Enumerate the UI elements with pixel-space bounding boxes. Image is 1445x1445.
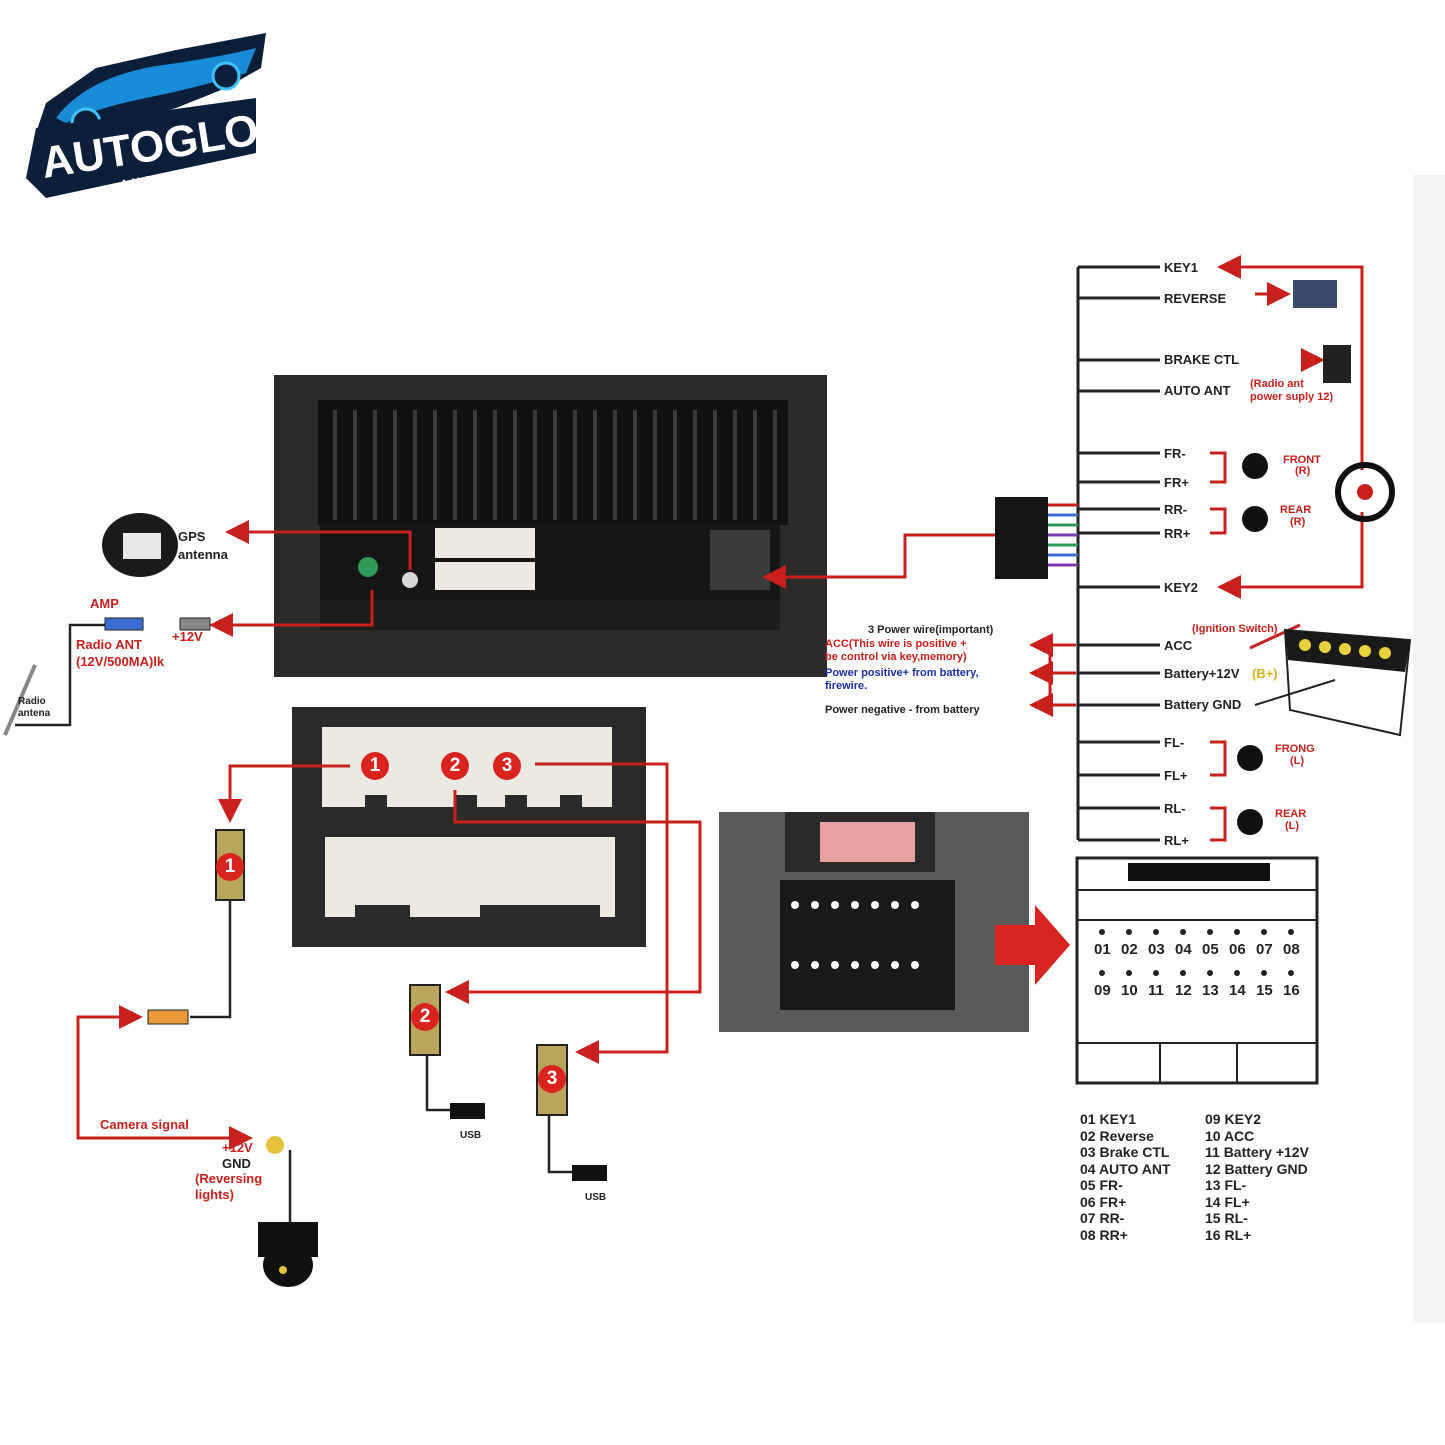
wire-fr-plus: FR+ [1164, 475, 1189, 490]
plus12v-label: +12V [172, 629, 203, 644]
legend-entry: 16 RL+ [1205, 1226, 1252, 1243]
wire-key1: KEY1 [1164, 260, 1198, 275]
wire-fr-minus: FR- [1164, 446, 1186, 461]
pin-number: 04 [1175, 941, 1192, 958]
legend-entry: 12 Battery GND [1205, 1160, 1308, 1177]
radio-ant-label: Radio ANT [76, 637, 142, 652]
legend-entry: 14 FL+ [1205, 1193, 1250, 1210]
port-badge-2: 2 [441, 752, 469, 780]
legend-entry: 10 ACC [1205, 1127, 1255, 1144]
gps-label: GPS [178, 529, 206, 544]
pin-number: 07 [1256, 941, 1273, 958]
pin-number: 03 [1148, 941, 1165, 958]
legend-entry: 05 FR- [1080, 1177, 1123, 1193]
wire-battery12: Battery+12V [1164, 666, 1240, 681]
wire-rl-plus: RL+ [1164, 833, 1189, 848]
power-acc-1: ACC(This wire is positive + [825, 638, 967, 650]
camera-gnd-label: GND [222, 1156, 251, 1171]
pin-number: 13 [1202, 982, 1219, 999]
legend-entry: 04 AUTO ANT [1080, 1160, 1171, 1177]
pin-number: 06 [1229, 941, 1246, 958]
pin-number: 10 [1121, 982, 1138, 999]
wire-fl-plus: FL+ [1164, 768, 1188, 783]
pin-number: 16 [1283, 982, 1300, 999]
ignition-label: (Ignition Switch) [1192, 623, 1278, 635]
wire-key2: KEY2 [1164, 580, 1198, 595]
pin-number: 09 [1094, 982, 1111, 999]
speaker-icon-front-r [1242, 453, 1268, 479]
speaker-rear-l-2: (L) [1285, 820, 1300, 832]
pin-diagram [1075, 856, 1319, 1085]
power-neg: Power negative - from battery [825, 704, 980, 716]
plug-badge-1: 1 [216, 853, 244, 881]
plug-badge-3: 3 [538, 1065, 566, 1093]
radio-antenna-label-1: Radio [18, 696, 46, 707]
wire-brake: BRAKE CTL [1164, 352, 1240, 367]
speaker-front-l-2: (L) [1290, 755, 1305, 767]
speaker-front-r-2: (R) [1295, 465, 1311, 477]
wire-battery-gnd: Battery GND [1164, 697, 1242, 712]
camera-signal-label: Camera signal [100, 1117, 189, 1132]
pin-number: 05 [1202, 941, 1219, 958]
legend-entry: 11 Battery +12V [1205, 1144, 1309, 1160]
pin-number: 11 [1148, 982, 1164, 999]
wire-rr-minus: RR- [1164, 502, 1188, 517]
speaker-rear-r-1: REAR [1280, 504, 1312, 516]
pin-number: 14 [1229, 982, 1246, 999]
wire-b-plus: (B+) [1252, 666, 1278, 681]
legend-entry: 06 FR+ [1080, 1193, 1127, 1210]
speaker-front-l-1: FRONG [1275, 743, 1315, 755]
speaker-icon-rear-r [1242, 506, 1268, 532]
usb-label-3: USB [585, 1192, 607, 1203]
plug-badge-2: 2 [411, 1003, 439, 1031]
legend-entry: 07 RR- [1080, 1210, 1125, 1226]
power-pos-2: firewire. [825, 680, 868, 692]
wire-rl-minus: RL- [1164, 801, 1186, 816]
camera-12v-label: +12V [222, 1140, 253, 1155]
radio-antenna-label-2: antena [18, 708, 51, 719]
pin-number: 15 [1256, 982, 1273, 999]
wire-acc: ACC [1164, 638, 1193, 653]
pin-number: 01 [1094, 941, 1111, 958]
harness-plug [995, 497, 1048, 579]
legend-entry: 01 KEY1 [1080, 1111, 1137, 1127]
legend-entry: 13 FL- [1205, 1177, 1247, 1193]
wire-rr-plus: RR+ [1164, 526, 1191, 541]
speaker-icon-front-l [1237, 745, 1263, 771]
auto-ant-note-1: (Radio ant [1250, 378, 1304, 390]
autoglo-logo: AUTOGLO AUSTRALIA [26, 28, 271, 203]
legend-entry: 03 Brake CTL [1080, 1144, 1170, 1160]
speaker-icon-rear-l [1237, 809, 1263, 835]
auto-ant-note-2: power suply 12) [1250, 391, 1334, 403]
legend-entry: 15 RL- [1205, 1210, 1248, 1226]
power-acc-2: be control via key,memory) [825, 651, 967, 663]
wire-auto-ant: AUTO ANT [1164, 383, 1231, 398]
pin-number: 08 [1283, 941, 1300, 958]
speaker-rear-r-2: (R) [1290, 516, 1306, 528]
gps-sub-label: antenna [178, 547, 228, 562]
power-pos-1: Power positive+ from battery, [825, 667, 979, 679]
pin-number: 02 [1121, 941, 1138, 958]
legend-entry: 09 KEY2 [1205, 1111, 1262, 1127]
legend-entry: 08 RR+ [1080, 1226, 1128, 1243]
speaker-rear-l-1: REAR [1275, 808, 1307, 820]
steering-wheel-icon [1335, 462, 1395, 522]
big-arrow [995, 905, 1070, 985]
radio-ant-spec-label: (12V/500MA)lk [76, 654, 165, 669]
power-notes-title: 3 Power wire(important) [868, 624, 994, 636]
pin-number: 12 [1175, 982, 1192, 999]
legend-entry: 02 Reverse [1080, 1127, 1154, 1144]
speaker-front-r-1: FRONT [1283, 454, 1321, 466]
port-badge-3: 3 [493, 752, 521, 780]
camera-rev-1: (Reversing [195, 1171, 263, 1186]
wire-reverse: REVERSE [1164, 291, 1227, 306]
port-badge-1: 1 [361, 752, 389, 780]
wire-fl-minus: FL- [1164, 735, 1185, 750]
camera-rev-2: lights) [195, 1187, 234, 1202]
usb-label-2: USB [460, 1130, 482, 1141]
amp-label: AMP [90, 596, 119, 611]
